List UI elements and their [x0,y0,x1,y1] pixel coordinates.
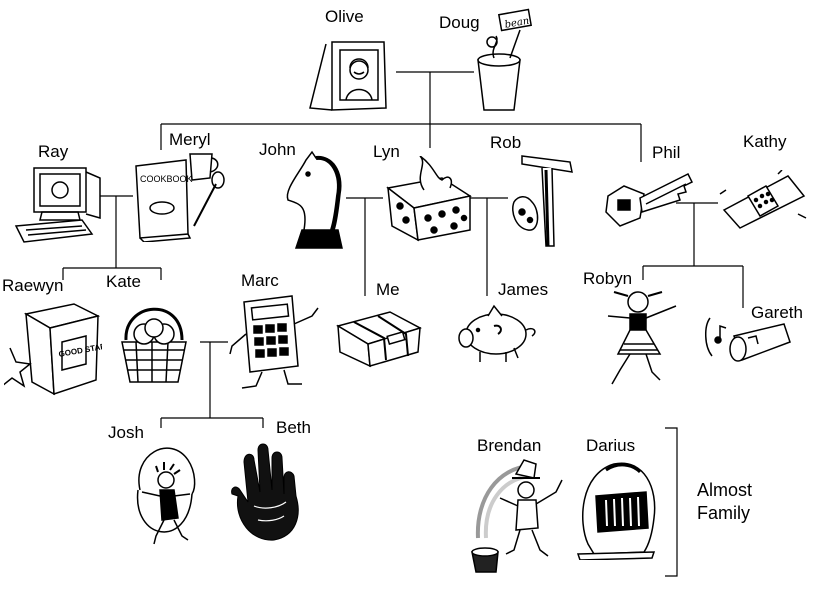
person-rob: Rob [490,133,522,152]
knight-helmet-icon [574,458,660,560]
computer-icon [12,164,104,246]
person-kathy: Kathy [743,132,787,151]
person-doug: Doug [439,13,480,32]
person-phil: Phil [652,143,681,162]
skipping-boy-icon [126,440,210,550]
person-raewyn: Raewyn [2,276,64,295]
parcel-icon [334,304,424,368]
person-kate: Kate [106,272,141,291]
person-lyn: Lyn [373,142,400,161]
person-darius: Darius [586,436,636,455]
handprint-icon [218,436,310,548]
cookbook-text: COOKBOOK [140,174,193,184]
hammer-rock-icon [508,150,576,250]
dancing-girl-icon [590,286,686,390]
whistle-icon [704,316,796,366]
tissue-box-icon [384,156,476,242]
person-robyn: Robyn [583,269,633,288]
person-james: James [498,280,549,299]
bandage-icon [718,170,810,232]
calculator-icon [226,294,324,392]
key-icon [604,164,694,230]
person-me: Me [376,280,400,299]
basket-icon [116,288,192,386]
picture-frame-icon [306,38,390,116]
person-gareth: Gareth [751,303,803,322]
person-ray: Ray [38,142,69,161]
cereal-box-icon: GOOD STARS [4,300,102,398]
person-josh: Josh [108,423,144,442]
cookbook-icon: COOKBOOK [130,150,228,242]
person-meryl: Meryl [169,130,211,149]
bean-sign-text: bean [504,16,530,31]
person-marc: Marc [241,271,279,290]
person-beth: Beth [276,418,311,437]
leprechaun-icon [470,458,566,574]
person-brendan: Brendan [477,436,542,455]
bean-plant-pot-icon: bean [470,8,532,114]
piggy-bank-icon [454,304,540,364]
almost-family-label: Almost Family [697,480,753,524]
chess-knight-icon [282,144,352,256]
person-olive: Olive [325,7,364,26]
person-john: John [259,140,296,159]
